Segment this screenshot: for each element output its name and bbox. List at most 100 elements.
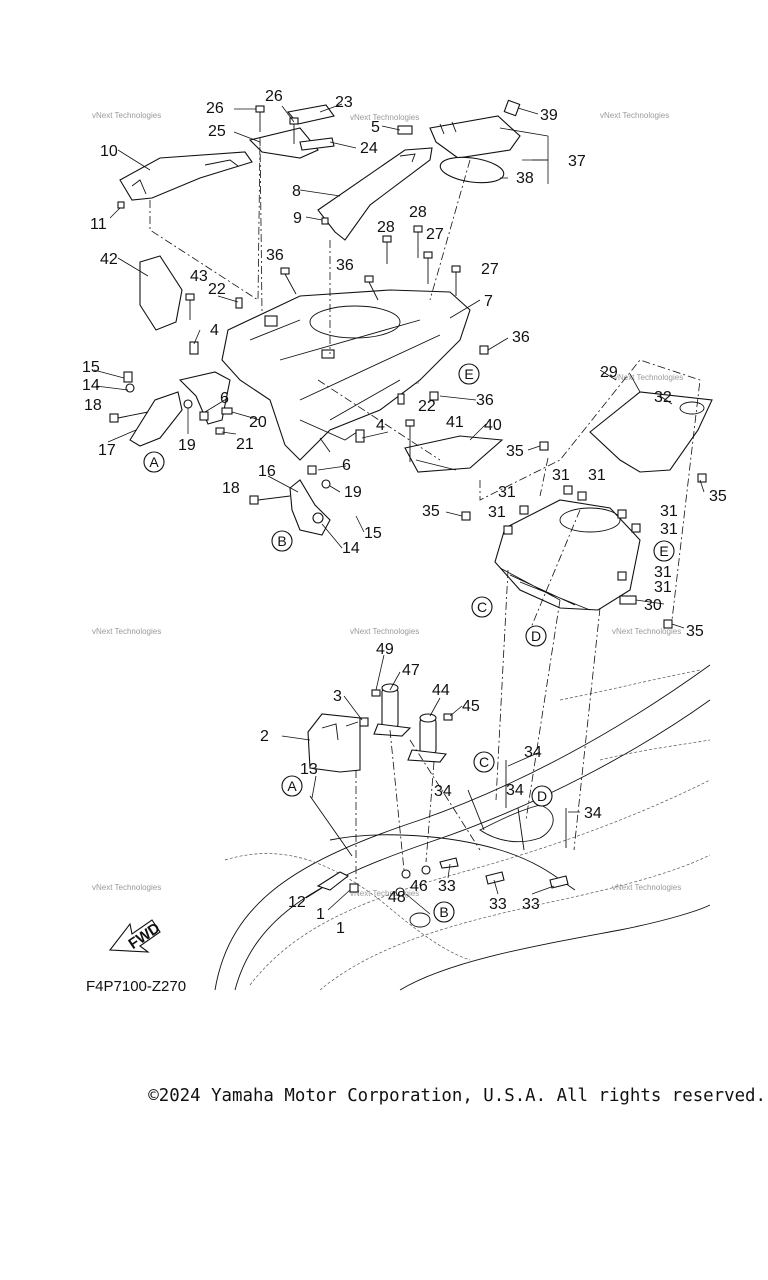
part-label: 6	[220, 390, 229, 407]
duct-47	[373, 683, 412, 737]
bolt-46	[421, 865, 431, 875]
part-label: 1	[316, 906, 325, 923]
bolt-27	[423, 251, 433, 284]
part-label: 15	[82, 359, 100, 376]
nut-31	[631, 523, 641, 533]
part-label: 31	[660, 503, 678, 520]
bolt-36	[479, 345, 489, 355]
watermark: vNext Technologies	[350, 113, 419, 122]
part-label: 31	[654, 579, 672, 596]
part-label: 48	[388, 889, 406, 906]
part-label: 42	[100, 251, 118, 268]
duct-44	[407, 713, 448, 763]
callout-b: B	[271, 530, 293, 552]
part-label: 27	[426, 226, 444, 243]
parts-diagram: vNext Technologies vNext Technologies vN…	[82, 88, 727, 995]
part-label: 36	[512, 329, 530, 346]
front-cover-10	[119, 151, 253, 201]
svg-text:D: D	[537, 788, 547, 804]
part-label: 34	[524, 744, 542, 761]
part-label: 8	[292, 183, 301, 200]
callout-b: B	[433, 901, 455, 923]
fwd-arrow-icon: FWD	[108, 919, 163, 953]
part-label: 27	[481, 261, 499, 278]
bolt-45	[443, 713, 453, 721]
part-label: 18	[84, 397, 102, 414]
part-label: 19	[344, 484, 362, 501]
part-label: 36	[476, 392, 494, 409]
part-label: 21	[236, 436, 254, 453]
part-label: 15	[364, 525, 382, 542]
bolt-35	[697, 473, 707, 483]
callout-e: E	[458, 363, 480, 385]
part-label: 46	[410, 878, 428, 895]
part-label: 33	[438, 878, 456, 895]
spacer-4	[189, 341, 199, 355]
part-label: 36	[336, 257, 354, 274]
nut-31	[563, 485, 573, 495]
seal-38	[439, 156, 505, 184]
part-label: 28	[377, 219, 395, 236]
part-label: 14	[342, 540, 360, 557]
part-label: 9	[293, 210, 302, 227]
bolt-28	[413, 225, 423, 258]
part-label: 12	[288, 894, 306, 911]
part-label: 31	[660, 521, 678, 538]
part-label: 5	[371, 119, 380, 136]
part-label: 31	[498, 484, 516, 501]
svg-text:E: E	[659, 543, 668, 559]
part-label: 44	[432, 682, 450, 699]
part-label: 33	[522, 896, 540, 913]
bolt-36	[364, 275, 379, 301]
part-label: 28	[409, 204, 427, 221]
watermark: vNext Technologies	[92, 627, 161, 636]
part-label: 14	[82, 377, 100, 394]
bolt-15	[123, 371, 133, 383]
reference-callouts: A A B B C C D D E E	[143, 363, 675, 923]
clip-33	[549, 875, 569, 889]
tray-32	[589, 391, 713, 473]
bolt-21	[215, 427, 225, 435]
bolt-49	[371, 689, 381, 697]
part-label: 16	[258, 463, 276, 480]
svg-text:B: B	[439, 904, 448, 920]
grommet-5	[397, 125, 413, 135]
lid-37	[429, 115, 521, 159]
part-label: 36	[266, 247, 284, 264]
part-label: 4	[210, 322, 219, 339]
bracket-6	[178, 371, 231, 425]
strap-13	[309, 795, 353, 857]
part-label: 31	[654, 564, 672, 581]
diagram-code: F4P7100-Z270	[86, 978, 186, 995]
part-label: 26	[206, 100, 224, 117]
svg-text:C: C	[479, 754, 489, 770]
fasteners	[109, 105, 707, 897]
part-label: 47	[402, 662, 420, 679]
bolt-35	[663, 619, 673, 629]
nut-31	[503, 525, 513, 535]
washer-14	[125, 383, 135, 393]
part-label: 4	[376, 417, 385, 434]
nut-31	[617, 509, 627, 519]
cap-39	[503, 99, 521, 117]
part-label: 33	[489, 896, 507, 913]
svg-text:E: E	[464, 366, 473, 382]
washer-19	[321, 479, 331, 489]
washer-19	[183, 399, 193, 409]
bolt-26	[255, 105, 265, 132]
part-label: 2	[260, 728, 269, 745]
nut-31	[617, 571, 627, 581]
watermark: vNext Technologies	[350, 627, 419, 636]
part-label: 17	[98, 442, 116, 459]
part-label: 31	[588, 467, 606, 484]
clip-9	[321, 217, 329, 225]
part-label: 19	[178, 437, 196, 454]
nut-6	[307, 465, 317, 475]
nut-31	[519, 505, 529, 515]
watermark: vNext Technologies	[92, 883, 161, 892]
nut-3	[359, 717, 369, 727]
watermark: vNext Technologies	[612, 627, 681, 636]
part-label: 1	[336, 920, 345, 937]
bolt-26	[289, 117, 299, 144]
callout-a: A	[143, 451, 165, 473]
